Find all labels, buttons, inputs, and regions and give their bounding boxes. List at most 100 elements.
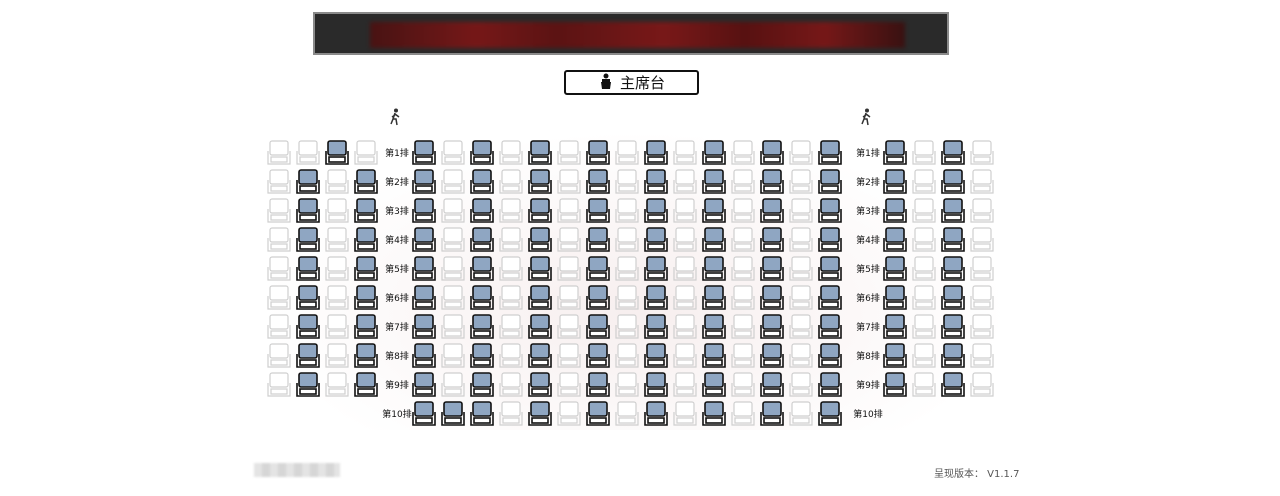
seat-occupied[interactable] — [817, 169, 843, 196]
seat-occupied[interactable] — [411, 256, 437, 283]
seat-occupied[interactable] — [295, 198, 321, 225]
seat-empty[interactable] — [672, 314, 698, 341]
seat-empty[interactable] — [788, 314, 814, 341]
seat-occupied[interactable] — [940, 314, 966, 341]
seat-occupied[interactable] — [759, 140, 785, 167]
seat-empty[interactable] — [614, 140, 640, 167]
seat-empty[interactable] — [614, 169, 640, 196]
seat-empty[interactable] — [498, 314, 524, 341]
seat-empty[interactable] — [911, 169, 937, 196]
seat-empty[interactable] — [969, 343, 995, 370]
seat-occupied[interactable] — [295, 372, 321, 399]
seat-occupied[interactable] — [817, 227, 843, 254]
seat-empty[interactable] — [266, 285, 292, 312]
seat-occupied[interactable] — [295, 256, 321, 283]
seat-occupied[interactable] — [527, 198, 553, 225]
seat-empty[interactable] — [498, 169, 524, 196]
seat-occupied[interactable] — [882, 169, 908, 196]
seat-occupied[interactable] — [701, 256, 727, 283]
seat-empty[interactable] — [440, 285, 466, 312]
seat-occupied[interactable] — [701, 285, 727, 312]
seat-empty[interactable] — [672, 198, 698, 225]
seat-occupied[interactable] — [527, 314, 553, 341]
seat-occupied[interactable] — [527, 401, 553, 428]
seat-empty[interactable] — [788, 227, 814, 254]
seat-occupied[interactable] — [643, 285, 669, 312]
seat-occupied[interactable] — [817, 198, 843, 225]
seat-occupied[interactable] — [759, 227, 785, 254]
seat-empty[interactable] — [788, 198, 814, 225]
seat-empty[interactable] — [498, 401, 524, 428]
seat-empty[interactable] — [788, 256, 814, 283]
seat-occupied[interactable] — [940, 256, 966, 283]
seat-occupied[interactable] — [643, 198, 669, 225]
seat-empty[interactable] — [788, 285, 814, 312]
seat-empty[interactable] — [969, 227, 995, 254]
seat-occupied[interactable] — [643, 372, 669, 399]
seat-occupied[interactable] — [411, 314, 437, 341]
seat-empty[interactable] — [969, 140, 995, 167]
seat-empty[interactable] — [730, 169, 756, 196]
seat-occupied[interactable] — [527, 140, 553, 167]
seat-empty[interactable] — [324, 256, 350, 283]
seat-occupied[interactable] — [527, 285, 553, 312]
seat-empty[interactable] — [614, 198, 640, 225]
seat-occupied[interactable] — [469, 256, 495, 283]
seat-empty[interactable] — [498, 372, 524, 399]
seat-empty[interactable] — [730, 314, 756, 341]
seat-empty[interactable] — [266, 227, 292, 254]
seat-occupied[interactable] — [469, 198, 495, 225]
seat-empty[interactable] — [266, 343, 292, 370]
seat-occupied[interactable] — [882, 314, 908, 341]
seat-occupied[interactable] — [353, 343, 379, 370]
seat-empty[interactable] — [614, 314, 640, 341]
seat-empty[interactable] — [614, 256, 640, 283]
seat-occupied[interactable] — [469, 343, 495, 370]
seat-occupied[interactable] — [295, 343, 321, 370]
seat-occupied[interactable] — [469, 314, 495, 341]
seat-empty[interactable] — [324, 227, 350, 254]
seat-occupied[interactable] — [585, 140, 611, 167]
seat-occupied[interactable] — [817, 343, 843, 370]
seat-empty[interactable] — [969, 169, 995, 196]
seat-occupied[interactable] — [411, 372, 437, 399]
seat-occupied[interactable] — [701, 401, 727, 428]
seat-occupied[interactable] — [882, 343, 908, 370]
seat-occupied[interactable] — [295, 314, 321, 341]
seat-empty[interactable] — [266, 169, 292, 196]
seat-occupied[interactable] — [353, 227, 379, 254]
seat-empty[interactable] — [614, 401, 640, 428]
seat-occupied[interactable] — [643, 343, 669, 370]
seat-occupied[interactable] — [411, 401, 437, 428]
seat-empty[interactable] — [672, 227, 698, 254]
seat-empty[interactable] — [266, 256, 292, 283]
seat-empty[interactable] — [266, 372, 292, 399]
seat-occupied[interactable] — [817, 140, 843, 167]
seat-empty[interactable] — [788, 169, 814, 196]
seat-empty[interactable] — [911, 285, 937, 312]
seat-empty[interactable] — [911, 256, 937, 283]
seat-occupied[interactable] — [882, 256, 908, 283]
seat-occupied[interactable] — [882, 285, 908, 312]
seat-occupied[interactable] — [882, 140, 908, 167]
seat-occupied[interactable] — [469, 169, 495, 196]
seat-occupied[interactable] — [585, 372, 611, 399]
seat-occupied[interactable] — [295, 285, 321, 312]
seat-occupied[interactable] — [701, 198, 727, 225]
seat-empty[interactable] — [911, 198, 937, 225]
seat-empty[interactable] — [672, 343, 698, 370]
seat-occupied[interactable] — [701, 140, 727, 167]
seat-empty[interactable] — [556, 285, 582, 312]
seat-occupied[interactable] — [585, 401, 611, 428]
seat-occupied[interactable] — [940, 343, 966, 370]
seat-empty[interactable] — [324, 169, 350, 196]
seat-empty[interactable] — [440, 227, 466, 254]
seat-empty[interactable] — [295, 140, 321, 167]
seat-empty[interactable] — [266, 140, 292, 167]
seat-occupied[interactable] — [882, 372, 908, 399]
seat-occupied[interactable] — [527, 169, 553, 196]
seat-occupied[interactable] — [882, 227, 908, 254]
seat-occupied[interactable] — [940, 169, 966, 196]
seat-occupied[interactable] — [940, 140, 966, 167]
seat-empty[interactable] — [266, 314, 292, 341]
